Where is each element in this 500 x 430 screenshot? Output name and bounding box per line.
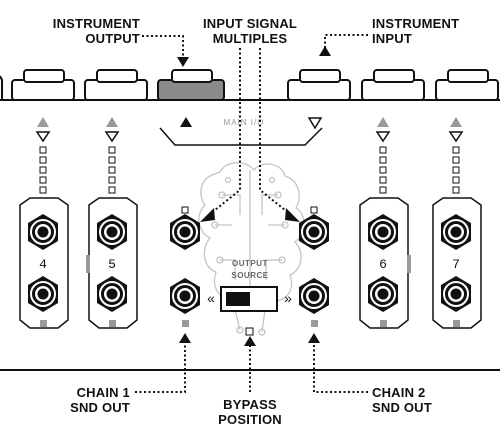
leader-chain1 xyxy=(135,345,186,393)
pedal-1 xyxy=(0,75,3,100)
leader-chain2 xyxy=(313,345,368,393)
triangle-up-6 xyxy=(377,117,389,127)
jack-chain1-send[interactable] xyxy=(169,277,201,315)
main-io-label: MAIN I/O xyxy=(224,118,265,127)
leader-instrument-output xyxy=(142,35,184,58)
callout-input-signal-multiples-line2: MULTIPLES xyxy=(212,31,288,46)
callout-chain1-line2: SND OUT xyxy=(70,400,130,415)
callout-chain1-snd-out: CHAIN 1 SND OUT xyxy=(30,385,130,415)
callout-instrument-output-line2: OUTPUT xyxy=(85,31,140,46)
triangle-down-5 xyxy=(104,131,120,143)
main-io-down-triangle xyxy=(307,117,323,130)
callout-chain2-snd-out: CHAIN 2 SND OUT xyxy=(372,385,472,415)
circuit-brain-graphic xyxy=(198,162,305,336)
callout-input-signal-multiples-line1: INPUT SIGNAL xyxy=(202,16,298,31)
callout-leaders xyxy=(135,34,368,393)
indicator-grey-4 xyxy=(40,320,47,327)
panel-tab-6 xyxy=(407,255,411,273)
pedal-row xyxy=(0,69,499,101)
channel-number-7: 7 xyxy=(452,257,460,272)
jack-7-top[interactable] xyxy=(440,213,472,251)
indicator-grey-6 xyxy=(380,320,387,327)
jack-6-bottom[interactable] xyxy=(367,275,399,313)
arrowhead-multiples-right xyxy=(285,208,300,222)
channel-number-6: 6 xyxy=(379,257,387,272)
callout-chain2-line2: SND OUT xyxy=(372,400,432,415)
arrowhead-instrument-output xyxy=(177,57,189,67)
output-source-switch-knob[interactable] xyxy=(226,292,250,306)
indicator-grey-chain1 xyxy=(182,320,189,327)
pedal-3 xyxy=(84,69,148,101)
callout-instrument-input: INSTRUMENT INPUT xyxy=(372,16,482,46)
channel-number-4: 4 xyxy=(39,257,47,272)
channel-number-5: 5 xyxy=(108,257,116,272)
jack-7-bottom[interactable] xyxy=(440,275,472,313)
switch-right-arrow: » xyxy=(284,290,292,306)
callout-chain1-line1: CHAIN 1 xyxy=(76,385,130,400)
jack-chain2-send[interactable] xyxy=(298,277,330,315)
triangle-down-6 xyxy=(375,131,391,143)
signal-ladder-5 xyxy=(108,146,116,194)
triangle-up-5 xyxy=(106,117,118,127)
jack-6-top[interactable] xyxy=(367,213,399,251)
arrowhead-bypass xyxy=(244,336,256,346)
main-io-up-triangle xyxy=(180,117,192,127)
indicator-grey-5 xyxy=(109,320,116,327)
arrowhead-multiples-left xyxy=(200,208,215,222)
indicator-square-bypass xyxy=(245,327,254,336)
switch-left-arrow: « xyxy=(207,290,215,306)
output-source-switch[interactable] xyxy=(220,286,278,312)
jack-5-top[interactable] xyxy=(96,213,128,251)
signal-ladder-6 xyxy=(379,146,387,194)
leader-multiples-right xyxy=(259,48,291,215)
callout-instrument-input-line2: INPUT xyxy=(372,31,412,46)
callout-bypass-line1: BYPASS xyxy=(223,397,277,412)
pedal-7 xyxy=(435,69,499,101)
jack-5-bottom[interactable] xyxy=(96,275,128,313)
signal-ladder-7 xyxy=(452,146,460,194)
triangle-up-7 xyxy=(450,117,462,127)
callout-instrument-output-line1: INSTRUMENT xyxy=(52,16,140,31)
arrowhead-chain1 xyxy=(179,333,191,343)
triangle-down-7 xyxy=(448,131,464,143)
arrowhead-instrument-input xyxy=(319,46,331,56)
channel-panel-4 xyxy=(19,197,69,329)
jack-4-bottom[interactable] xyxy=(27,275,59,313)
signal-ladder-4 xyxy=(39,146,47,194)
output-source-label-line2: SOURCE xyxy=(231,271,268,280)
indicator-grey-7 xyxy=(453,320,460,327)
output-source-label-line1: OUTPUT xyxy=(232,259,268,268)
channel-panel-6 xyxy=(359,197,409,329)
indicator-square-right-top xyxy=(310,206,318,214)
callout-instrument-output: INSTRUMENT OUTPUT xyxy=(40,16,140,46)
pedal-output-highlight xyxy=(157,69,225,101)
jack-4-top[interactable] xyxy=(27,213,59,251)
arrowhead-chain2 xyxy=(308,333,320,343)
panel-tab-5 xyxy=(86,255,90,273)
channel-panels xyxy=(19,197,482,329)
leader-multiples-left xyxy=(209,48,241,215)
callout-input-signal-multiples: INPUT SIGNAL MULTIPLES xyxy=(190,16,310,46)
triangle-up-4 xyxy=(37,117,49,127)
indicator-grey-chain2 xyxy=(311,320,318,327)
pedal-6 xyxy=(361,69,425,101)
jack-multiple-left[interactable] xyxy=(169,213,201,251)
indicator-square-left-top xyxy=(181,206,189,214)
leader-instrument-input xyxy=(324,34,368,56)
callout-bypass-line2: POSITION xyxy=(218,412,282,427)
pedal-2 xyxy=(11,69,75,101)
pedal-input xyxy=(287,69,351,101)
callout-arrowheads xyxy=(177,46,331,346)
channel-panel-7 xyxy=(432,197,482,329)
main-io-bracket xyxy=(159,127,323,146)
callout-instrument-input-line1: INSTRUMENT xyxy=(372,16,460,31)
channel-panel-5 xyxy=(88,197,138,329)
callout-chain2-line1: CHAIN 2 xyxy=(372,385,426,400)
triangle-down-4 xyxy=(35,131,51,143)
callout-bypass-position: BYPASS POSITION xyxy=(195,397,305,427)
